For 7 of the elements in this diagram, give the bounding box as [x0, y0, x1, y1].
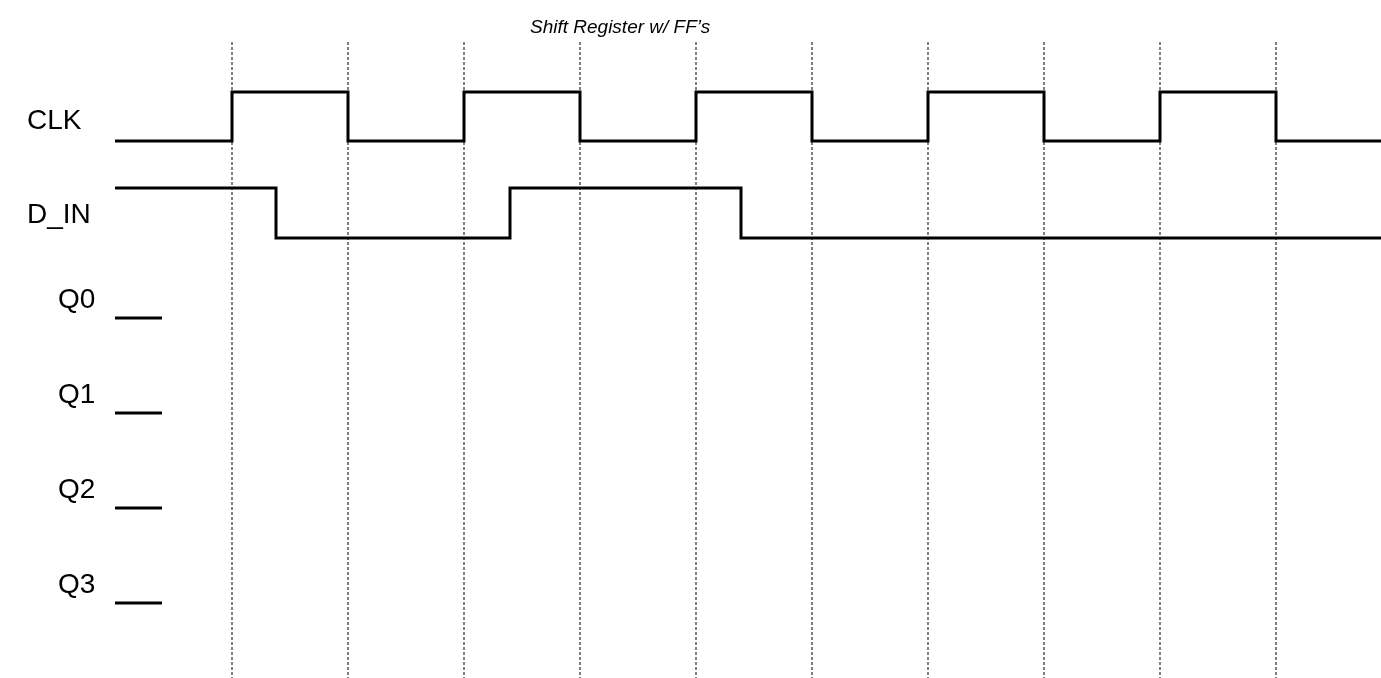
signal-label: Q2 [58, 473, 96, 505]
signal-label: Q3 [58, 568, 96, 600]
diagram-title: Shift Register w/ FF’s [530, 16, 711, 38]
signal-label: Q1 [58, 378, 96, 410]
signal-label: Q0 [58, 283, 96, 315]
signal-label: CLK [27, 104, 82, 136]
signal-label: D_IN [27, 198, 91, 230]
